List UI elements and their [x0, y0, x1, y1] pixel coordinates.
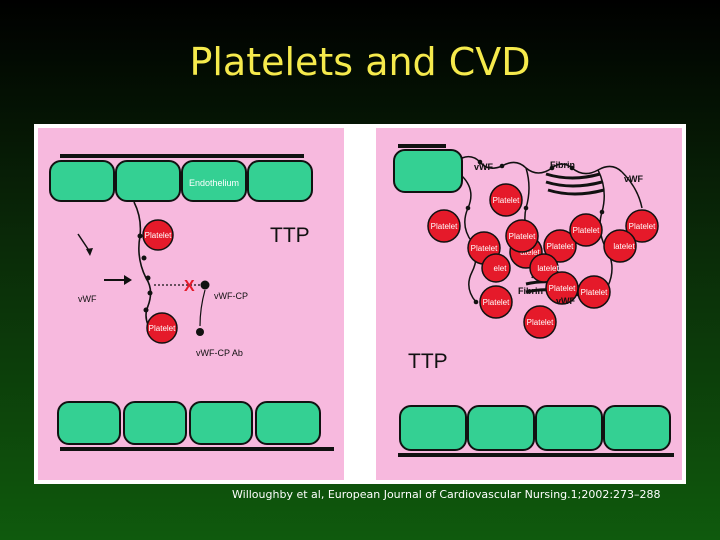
vwf-cp-label: vWF-CP	[214, 291, 248, 301]
platelet	[625, 209, 659, 243]
vwf-label: vWF	[556, 296, 576, 306]
endothelium-label: Endothelium	[189, 178, 239, 188]
platelet	[543, 229, 577, 263]
ttp-label: TTP	[408, 350, 448, 373]
fibrin-strand	[545, 172, 601, 180]
endothelial-cell	[181, 160, 247, 202]
vwf-node	[145, 275, 151, 281]
vwf-strand	[621, 171, 643, 209]
arrowhead	[86, 248, 93, 256]
slide-title: Platelets and CVD	[189, 40, 531, 84]
vwf-label: vWF	[78, 294, 97, 304]
platelet-label: Platelet	[149, 324, 176, 333]
fibrin-label: Fibrin	[518, 286, 543, 296]
platelet-label-partial: atelet	[520, 248, 540, 257]
vwf-node	[137, 233, 143, 239]
platelet	[481, 253, 511, 283]
platelet	[489, 183, 523, 217]
vwf-node	[599, 209, 605, 215]
vwf-node	[499, 163, 505, 169]
endothelial-cell	[393, 149, 463, 193]
platelet	[479, 285, 513, 319]
endothelial-cell	[57, 401, 121, 445]
block-mark: X	[184, 278, 195, 295]
endothelial-cell	[189, 401, 253, 445]
vwf-node	[569, 165, 575, 171]
platelet-label: Platelet	[573, 226, 600, 235]
endothelial-cell	[115, 160, 181, 202]
platelet-label: Platelet	[547, 242, 574, 251]
platelet-label: Platelet	[493, 196, 520, 205]
platelet	[529, 253, 559, 283]
endothelial-cell	[255, 401, 321, 445]
vwf-node	[477, 159, 483, 165]
endothelial-cell	[603, 405, 671, 451]
platelet-label: Platelet	[483, 298, 510, 307]
vwf-node	[141, 255, 147, 261]
antibody-link	[199, 289, 206, 327]
fibrin-strand	[545, 180, 603, 188]
endothelial-cell	[535, 405, 603, 451]
platelet	[427, 209, 461, 243]
vwf-label: vWF	[474, 162, 494, 172]
endothelial-cell	[49, 160, 115, 202]
platelet-label: Platelet	[471, 244, 498, 253]
platelet-label: Platelet	[629, 222, 656, 231]
endothelial-cell	[467, 405, 535, 451]
figure-frame: Endothelium Platelet Platelet vWF	[34, 124, 686, 484]
platelet	[142, 219, 174, 251]
endothelial-cell	[247, 160, 313, 202]
platelet	[603, 229, 637, 263]
vwf-node	[143, 307, 149, 313]
platelet-label: Platelet	[145, 231, 172, 240]
vwf-label: vWF	[624, 174, 644, 184]
vwf-cp-molecule	[200, 280, 210, 290]
arrowhead	[124, 275, 132, 285]
fibrin-strand	[547, 188, 605, 196]
vwf-node	[465, 205, 471, 211]
platelet-label: Platelet	[527, 318, 554, 327]
right-diagram-panel: vWF Fibrin vWF Platelet Platelet Platele…	[376, 128, 682, 480]
platelet-label: Platelet	[431, 222, 458, 231]
platelet-label-partial: elet	[494, 264, 508, 273]
endothelial-cell	[399, 405, 467, 451]
platelet-label-partial: latelet	[537, 264, 559, 273]
ttp-label: TTP	[270, 224, 310, 247]
vwf-node	[549, 165, 555, 171]
fibrin-label: Fibrin	[550, 160, 575, 170]
platelet-label: Platelet	[509, 232, 536, 241]
platelet-label: Platelet	[549, 284, 576, 293]
platelet-label: Platelet	[581, 288, 608, 297]
left-diagram-panel: Endothelium Platelet Platelet vWF	[38, 128, 344, 480]
platelet-label-partial: latelet	[613, 242, 635, 251]
citation-text: Willoughby et al, European Journal of Ca…	[232, 488, 661, 501]
platelet	[577, 275, 611, 309]
vwf-node	[523, 205, 529, 211]
platelet-cluster: Platelet Platelet Platelet Platelet Plat…	[427, 183, 659, 339]
vwf-cp-ab-label: vWF-CP Ab	[196, 348, 243, 358]
antibody-molecule	[196, 328, 204, 336]
platelet	[569, 213, 603, 247]
platelet	[505, 219, 539, 253]
platelet	[146, 312, 178, 344]
endothelial-cell	[123, 401, 187, 445]
platelet	[523, 305, 557, 339]
vwf-node	[147, 290, 153, 296]
vwf-node	[473, 299, 479, 305]
